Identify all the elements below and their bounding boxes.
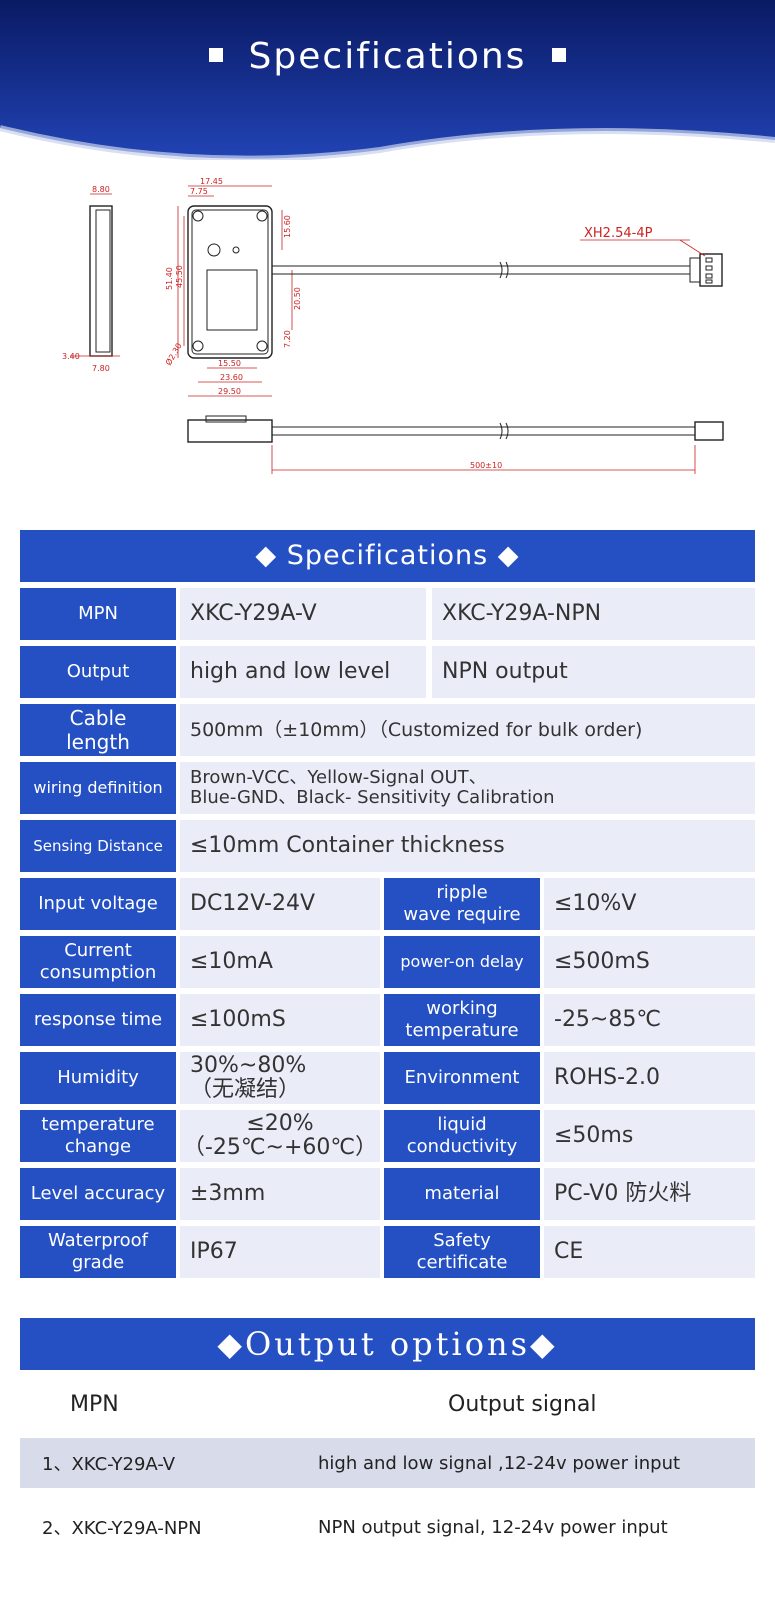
banner-background [0,0,775,160]
spec-label: Sensing Distance [20,820,176,872]
spec-value: XKC-Y29A-V [180,588,426,640]
spec-label: wiring definition [20,762,176,814]
spec-row-mpn: MPN XKC-Y29A-V XKC-Y29A-NPN [20,588,755,640]
output-col-mpn: MPN [70,1392,119,1417]
sensor-body [187,205,273,359]
square-bullet-icon [552,48,567,62]
spec-value: CE [544,1226,755,1278]
spec-value: NPN output [432,646,755,698]
output-row: 2、XKC-Y29A-NPN NPN output signal, 12-24v… [20,1502,755,1552]
spec-value: high and low level [180,646,426,698]
spec-value: ≤10mm Container thickness [180,820,755,872]
spec-value: DC12V-24V [180,878,380,930]
dim-label: 29.50 [218,387,241,396]
output-mpn: 2、XKC-Y29A-NPN [42,1518,202,1539]
dim-label: 3.40 [62,352,80,361]
output-mpn: 1、XKC-Y29A-V [42,1454,176,1475]
spec-value: Brown-VCC、Yellow-Signal OUT、Blue-GND、Bla… [180,762,755,814]
spec-row-output: Output high and low level NPN output [20,646,755,698]
spec-value: 500mm（±10mm）（Customized for bulk order) [180,704,755,756]
connector-label: XH2.54-4P [584,226,653,241]
dim-label: 500±10 [470,461,502,470]
sensing-window [206,269,258,331]
spec-label: material [384,1168,540,1220]
spec-value: ≤50ms [544,1110,755,1162]
dim-label: 7.80 [92,364,110,373]
page-title: Specifications [0,36,775,77]
spec-label: MPN [20,588,176,640]
spec-value: PC-V0 防火料 [544,1168,755,1220]
dim-label: 7.20 [283,330,292,348]
dim-label: 23.60 [220,373,243,382]
dim-label: 15.50 [218,359,241,368]
dimension-drawing-svg: 8.80 3.40 7.80 17.45 7.75 51.40 45.50 15… [62,177,724,474]
output-row: 1、XKC-Y29A-V high and low signal ,12-24v… [20,1438,755,1488]
dim-label: 15.60 [283,215,292,238]
spec-row-wiring: wiring definition Brown-VCC、Yellow-Signa… [20,762,755,814]
side-profile [89,205,113,357]
dim-label: 8.80 [92,185,110,194]
spec-value: ≤500mS [544,936,755,988]
spec-value: XKC-Y29A-NPN [432,588,755,640]
spec-table: ◆ Specifications ◆ MPN XKC-Y29A-V XKC-Y2… [20,530,755,1278]
spec-label: Level accuracy [20,1168,176,1220]
dim-label: 51.40 [165,267,174,290]
spec-value: -25~85℃ [544,994,755,1046]
spec-row-level-accuracy: Level accuracy ±3mm material PC-V0 防火料 [20,1168,755,1220]
dim-label: 17.45 [200,177,223,186]
dim-label: 45.50 [175,265,184,288]
spec-value: ≤100mS [180,994,380,1046]
dim-label: 7.75 [190,187,208,196]
output-col-signal: Output signal [448,1392,597,1417]
spec-table-header: ◆ Specifications ◆ [20,530,755,582]
dim-label: Ø2.30 [163,341,184,367]
spec-label: Input voltage [20,878,176,930]
spec-label: Output [20,646,176,698]
spec-row-sensing-distance: Sensing Distance ≤10mm Container thickne… [20,820,755,872]
spec-label: Humidity [20,1052,176,1104]
sensor-side-view [187,419,273,443]
spec-value: ≤20%（-25℃~+60℃） [180,1110,380,1162]
spec-row-humidity: Humidity 30%~80%（无凝结） Environment ROHS-2… [20,1052,755,1104]
output-options-header: ◆Output options◆ [20,1318,755,1370]
spec-value: ±3mm [180,1168,380,1220]
spec-label: power-on delay [384,936,540,988]
spec-value: ≤10mA [180,936,380,988]
header-banner: Specifications [0,0,775,160]
dim-label: 20.50 [293,287,302,310]
spec-value: ROHS-2.0 [544,1052,755,1104]
output-signal: NPN output signal, 12-24v power input [318,1516,668,1538]
spec-label: response time [20,994,176,1046]
spec-value: IP67 [180,1226,380,1278]
output-signal: high and low signal ,12-24v power input [318,1452,681,1474]
square-bullet-icon [208,48,223,62]
spec-value: ≤10%V [544,878,755,930]
spec-label: Environment [384,1052,540,1104]
spec-value: 30%~80%（无凝结） [180,1052,380,1104]
dimension-drawing: 8.80 3.40 7.80 17.45 7.75 51.40 45.50 15… [0,170,775,500]
